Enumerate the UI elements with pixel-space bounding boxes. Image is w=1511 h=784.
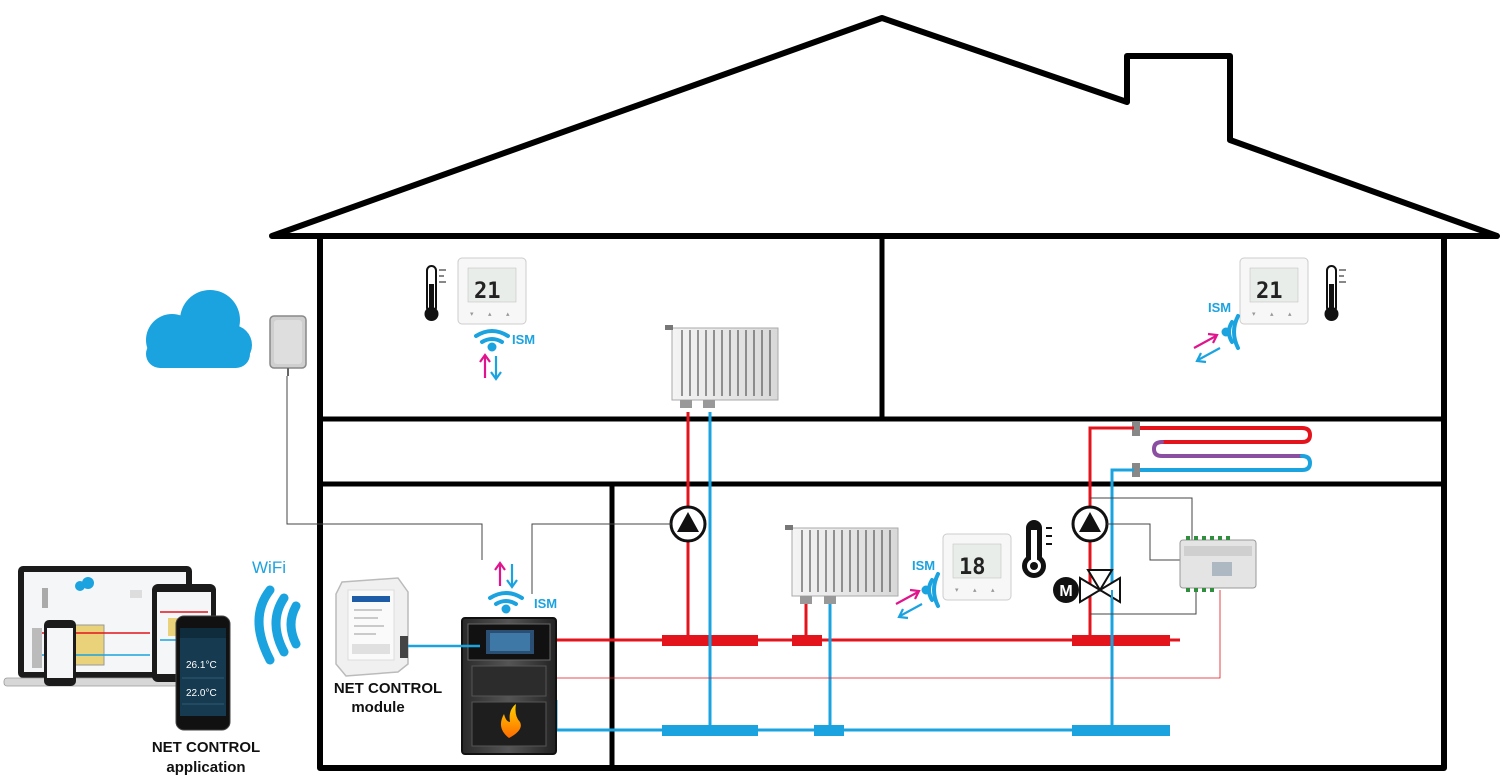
- temperature-sensor-icon: [1022, 520, 1052, 578]
- ism-label: ISM: [534, 596, 557, 611]
- wireless-signal-icon: [474, 329, 510, 352]
- room-thermostat-upper-right: 21 ▾ ▴ ▴: [1239, 257, 1309, 325]
- phone-temp-main: 26.1°C: [186, 660, 217, 671]
- svg-text:▴: ▴: [1270, 310, 1274, 318]
- svg-text:▾: ▾: [1252, 310, 1256, 318]
- svg-text:M: M: [1059, 583, 1072, 600]
- control-cable: [531, 523, 671, 594]
- svg-text:▴: ▴: [991, 586, 995, 594]
- cold-water-pipes: [554, 412, 1170, 732]
- signal-arrows-icon: [1193, 332, 1221, 364]
- thermometer-icon: [424, 265, 446, 321]
- mixing-valve-icon: [1079, 569, 1121, 604]
- smartphone-app-device: 26.1°C 22.0°C: [175, 615, 231, 731]
- svg-text:▴: ▴: [973, 586, 977, 594]
- net-control-module-device: [335, 577, 409, 677]
- flame-icon: [500, 704, 521, 738]
- smartphone-device: [44, 620, 76, 686]
- net-control-module-label: NET CONTROL: [334, 680, 442, 697]
- manifold-valve: [1132, 463, 1140, 477]
- thermometer-icon: [1324, 265, 1346, 321]
- svg-text:▴: ▴: [506, 310, 510, 318]
- control-cable: [1107, 523, 1180, 561]
- manifold-valve: [1132, 422, 1140, 436]
- radiator-upper: [665, 325, 779, 408]
- net-control-app-sublabel: application: [166, 759, 245, 776]
- phone-temp-secondary: 22.0°C: [186, 688, 217, 699]
- svg-text:▴: ▴: [1288, 310, 1292, 318]
- cloud-icon: [146, 290, 252, 368]
- svg-text:▴: ▴: [488, 310, 492, 318]
- wireless-signal-icon: [1221, 314, 1240, 350]
- room-thermostat-ground: 18 ▾ ▴ ▴: [942, 533, 1012, 601]
- house-outline: [269, 15, 1500, 771]
- control-cable: [1090, 497, 1193, 540]
- heating-controller-module: [1179, 536, 1257, 592]
- circulation-pump-icon: [669, 505, 707, 543]
- ism-label: ISM: [512, 332, 535, 347]
- svg-text:▾: ▾: [470, 310, 474, 318]
- ism-label: ISM: [1208, 300, 1231, 315]
- radiator-ground: [785, 525, 899, 604]
- underfloor-heating-loop: [1138, 426, 1313, 472]
- outer-walls: [317, 236, 1447, 771]
- thermostat-display: 18: [959, 555, 986, 580]
- svg-text:▾: ▾: [955, 586, 959, 594]
- internet-gateway-device: [269, 315, 307, 376]
- room-thermostat-upper-left: 21 ▾ ▴ ▴: [457, 257, 527, 325]
- signal-arrows-icon: [479, 353, 502, 381]
- wifi-label: WiFi: [252, 558, 286, 577]
- thermostat-display: 21: [474, 279, 501, 304]
- roof: [269, 15, 1500, 239]
- signal-arrows-icon: [494, 561, 518, 589]
- sensor-cable: [556, 590, 1221, 679]
- circulation-pump-icon: [1071, 505, 1109, 543]
- wireless-signal-icon: [921, 572, 940, 608]
- valve-motor-icon: M: [1053, 577, 1079, 603]
- wireless-signal-icon: [488, 591, 524, 614]
- ism-label: ISM: [912, 558, 935, 573]
- net-control-app-label: NET CONTROL: [152, 739, 260, 756]
- boiler: [461, 617, 557, 755]
- cold-water-manifolds: [662, 725, 1170, 736]
- net-control-module-sublabel: module: [351, 699, 404, 716]
- wifi-signal-icon: [254, 585, 301, 665]
- data-cable: [286, 376, 483, 560]
- control-cable: [1090, 592, 1197, 615]
- thermostat-display: 21: [1256, 279, 1283, 304]
- signal-arrows-icon: [895, 588, 923, 620]
